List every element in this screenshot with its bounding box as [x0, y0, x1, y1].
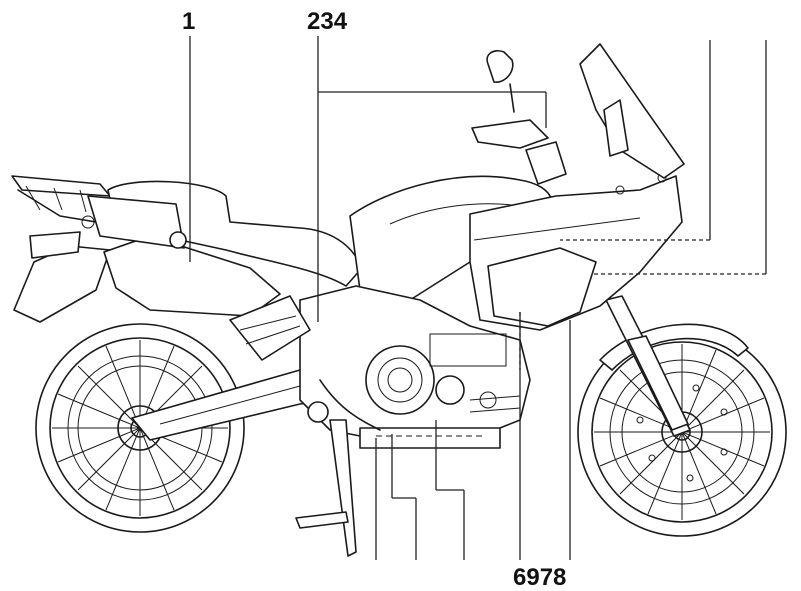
label-1: 1 — [182, 8, 196, 35]
rear-mudguard — [13, 245, 111, 323]
engine — [299, 285, 531, 449]
handlebar-mirror — [471, 49, 567, 185]
front-fork — [605, 295, 691, 437]
leader-lines — [189, 36, 767, 560]
label-234: 234 — [307, 8, 348, 35]
rear-shock — [229, 295, 311, 361]
label-6978: 6978 — [513, 564, 567, 591]
side-stand — [329, 419, 357, 557]
exhaust-pipe — [319, 379, 381, 431]
windshield — [579, 43, 685, 179]
side-panel-vent — [487, 247, 597, 327]
footrest — [307, 401, 329, 423]
